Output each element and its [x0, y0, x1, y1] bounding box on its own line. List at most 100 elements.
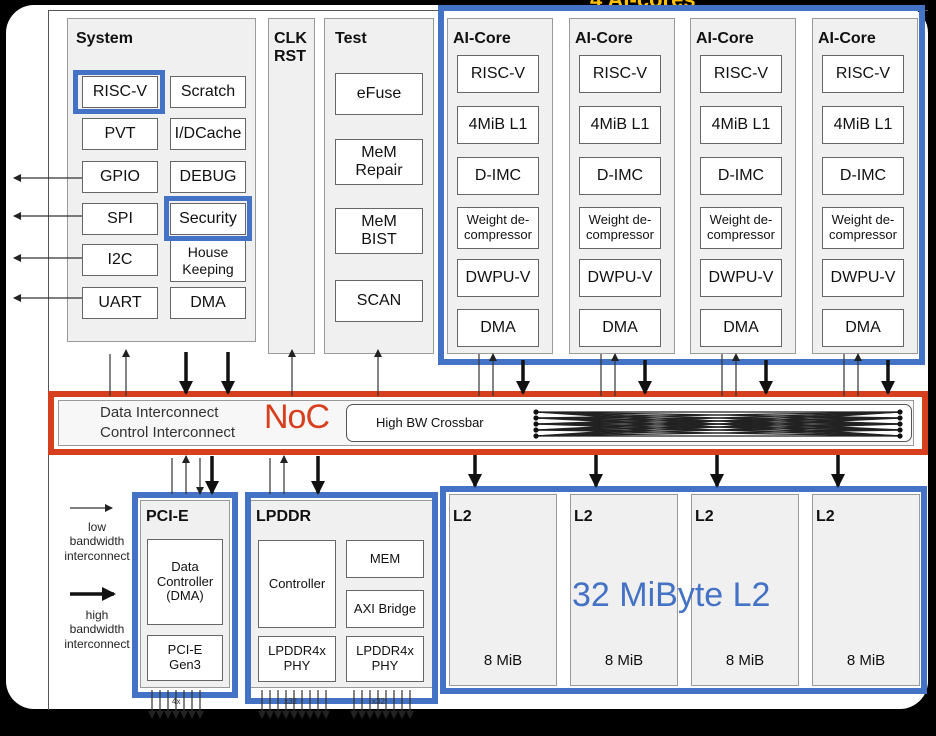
system-security: Security — [170, 203, 246, 235]
pcie-title: PCI-E — [146, 508, 189, 525]
ai-core-3-risc-v: RISC-V — [700, 55, 782, 93]
crossbar-link — [535, 411, 901, 437]
ai-core-3-dwpu-v: DWPU-V — [700, 259, 782, 297]
ai-core-1-l1: 4MiB L1 — [457, 106, 539, 144]
pcie-lanes-label: 4x — [172, 697, 180, 706]
control-interconnect-label: Control Interconnect — [100, 424, 236, 441]
ai-core-4-title: AI-Core — [818, 30, 876, 47]
l2-bank-1-title: L2 — [453, 508, 472, 525]
l2-bank-1-size: 8 MiB — [483, 652, 523, 669]
l2-summary-label: 32 MiByte L2 — [572, 576, 771, 614]
lpddr-controller: Controller — [258, 540, 336, 628]
system-risc-v: RISC-V — [82, 76, 158, 108]
crossbar-port — [897, 409, 903, 415]
crossbar-port — [533, 415, 539, 421]
ai-core-1-d-imc: D-IMC — [457, 157, 539, 195]
clk-rst-block — [268, 18, 315, 354]
ai-core-4-risc-v: RISC-V — [822, 55, 904, 93]
system-scratch: Scratch — [170, 76, 246, 108]
ai-core-3-l1: 4MiB L1 — [700, 106, 782, 144]
crossbar-port — [533, 409, 539, 415]
system-dma: DMA — [170, 287, 246, 319]
data-interconnect-label: Data Interconnect — [100, 404, 219, 421]
l2-bank-2-title: L2 — [574, 508, 593, 525]
crossbar-link — [535, 417, 901, 437]
ai-core-2-dwpu-v: DWPU-V — [579, 259, 661, 297]
ai-core-2-d-imc: D-IMC — [579, 157, 661, 195]
test-efuse: eFuse — [335, 73, 423, 115]
ai-core-3-d-imc: D-IMC — [700, 157, 782, 195]
crossbar-port — [533, 421, 539, 427]
crossbar-port — [897, 427, 903, 433]
system-icache: I/DCache — [170, 118, 246, 150]
ai-core-2-dma: DMA — [579, 309, 661, 347]
crossbar-port — [533, 427, 539, 433]
highlight-ai-cores — [438, 5, 925, 365]
pcie-gen3: PCI-E Gen3 — [147, 635, 223, 681]
lpddr-lanes-label-left: x32 — [284, 697, 297, 706]
test-mem-bist: MeM BIST — [335, 208, 423, 254]
ai-core-2-title: AI-Core — [575, 30, 633, 47]
crossbar-link — [535, 423, 901, 437]
ai-core-2-risc-v: RISC-V — [579, 55, 661, 93]
lpddr-title: LPDDR — [256, 508, 312, 525]
l2-bank-4-title: L2 — [816, 508, 835, 525]
l2-bank-4-size: 8 MiB — [846, 652, 886, 669]
ai-core-2-l1: 4MiB L1 — [579, 106, 661, 144]
lpddr-phy-right: LPDDR4x PHY — [346, 636, 424, 682]
crossbar-port — [533, 433, 539, 439]
ai-core-4-dma: DMA — [822, 309, 904, 347]
l2-bank-3-size: 8 MiB — [725, 652, 765, 669]
system-pvt: PVT — [82, 118, 158, 150]
ai-core-3-dma: DMA — [700, 309, 782, 347]
highlight-system-security — [164, 196, 252, 241]
ai-core-1-risc-v: RISC-V — [457, 55, 539, 93]
ai-core-1-dwpu-v: DWPU-V — [457, 259, 539, 297]
ai-core-4-weight-decompressor: Weight de- compressor — [822, 207, 904, 249]
l2-bank-4 — [812, 494, 920, 686]
ai-core-4-l1: 4MiB L1 — [822, 106, 904, 144]
l2-bank-3-title: L2 — [695, 508, 714, 525]
crossbar-link — [535, 411, 901, 431]
ai-core-1-dma: DMA — [457, 309, 539, 347]
ai-core-1-weight-decompressor: Weight de- compressor — [457, 207, 539, 249]
crossbar-port — [897, 421, 903, 427]
highlight-noc — [48, 391, 928, 455]
system-housekeeping: House Keeping — [170, 240, 246, 282]
l2-bank-1 — [449, 494, 557, 686]
crossbar-link — [535, 429, 901, 437]
l2-bank-3 — [691, 494, 799, 686]
highlight-lpddr — [245, 492, 438, 704]
ai-core-1-title: AI-Core — [453, 30, 511, 47]
pcie-data-controller: Data Controller (DMA) — [147, 539, 223, 625]
crossbar-port — [897, 433, 903, 439]
crossbar-link — [535, 411, 901, 419]
highlight-l2 — [440, 486, 927, 694]
legend-high-label: high bandwidth interconnect — [64, 608, 130, 651]
highlight-pcie — [132, 492, 238, 698]
lpddr-lanes-label-right: x32 — [372, 697, 385, 706]
ai-core-3-title: AI-Core — [696, 30, 754, 47]
test-title: Test — [335, 30, 367, 47]
ai-core-4-dwpu-v: DWPU-V — [822, 259, 904, 297]
ai-core-2-weight-decompressor: Weight de- compressor — [579, 207, 661, 249]
lpddr-phy-left: LPDDR4x PHY — [258, 636, 336, 682]
system-debug: DEBUG — [170, 161, 246, 193]
crossbar-link — [535, 411, 901, 425]
crossbar-port — [897, 415, 903, 421]
ai-core-3-weight-decompressor: Weight de- compressor — [700, 207, 782, 249]
l2-bank-2-size: 8 MiB — [604, 652, 644, 669]
clk-rst-title: CLK RST — [274, 30, 307, 66]
l2-bank-2 — [570, 494, 678, 686]
legend-low-label: low bandwidth interconnect — [64, 520, 130, 563]
highlight-system-risc-v — [73, 70, 165, 114]
ai-core-4-d-imc: D-IMC — [822, 157, 904, 195]
system-gpio: GPIO — [82, 161, 158, 193]
test-scan: SCAN — [335, 280, 423, 322]
system-title: System — [76, 30, 133, 47]
system-spi: SPI — [82, 203, 158, 235]
system-uart: UART — [82, 287, 158, 319]
lpddr-axi-bridge: AXI Bridge — [346, 590, 424, 628]
